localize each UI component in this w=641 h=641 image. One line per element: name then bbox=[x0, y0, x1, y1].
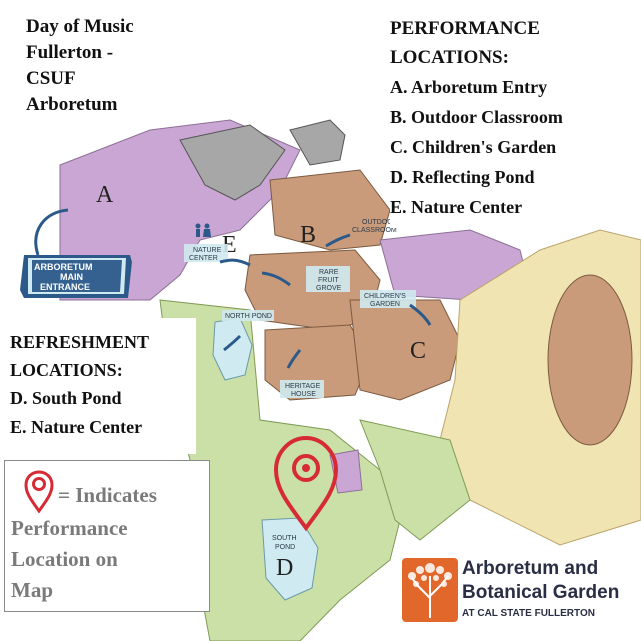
tree-logo-icon bbox=[402, 558, 458, 622]
location-letter-c: C bbox=[410, 338, 426, 364]
restroom-icon bbox=[195, 223, 211, 237]
label-south-pond-1: SOUTH bbox=[272, 535, 297, 542]
label-childrens-garden-2: GARDEN bbox=[370, 301, 400, 308]
legend-line3: Location on bbox=[11, 547, 118, 571]
label-outdoor-classroom-2: CLASSROOM bbox=[352, 227, 397, 234]
label-south-pond-2: POND bbox=[275, 544, 295, 551]
label-heritage-1: HERITAGE bbox=[285, 383, 321, 390]
map-title: Day of Music Fullerton - CSUF Arboretum bbox=[26, 14, 186, 118]
legend-line4: Map bbox=[11, 578, 53, 602]
location-pin-icon bbox=[24, 470, 54, 513]
tan-central-area bbox=[269, 169, 391, 251]
performance-item-d: D. Reflecting Pond bbox=[390, 167, 535, 187]
green-southeast-region bbox=[359, 419, 471, 541]
label-rare-fruit-2: FRUIT bbox=[318, 277, 339, 284]
legend-line1: = Indicates bbox=[58, 483, 157, 507]
label-nature-center-2: CENTER bbox=[189, 255, 218, 262]
title-line2: Fullerton - bbox=[26, 42, 114, 63]
map-legend: = Indicates Performance Location on Map bbox=[4, 460, 210, 612]
label-nature-center-1: NATURE bbox=[193, 247, 222, 254]
arboretum-logo: Arboretum and Botanical Garden AT CAL ST… bbox=[398, 546, 641, 641]
logo-line3: AT CAL STATE FULLERTON bbox=[462, 608, 595, 619]
entrance-sign-line1: ARBORETUM bbox=[34, 262, 93, 272]
label-north-pond: NORTH POND bbox=[225, 313, 272, 320]
title-line3: CSUF bbox=[26, 68, 76, 89]
performance-item-c: C. Children's Garden bbox=[390, 137, 557, 157]
gray-building-2 bbox=[289, 119, 346, 166]
label-outdoor-classroom-1: OUTDOOR bbox=[362, 219, 398, 226]
label-heritage-2: HOUSE bbox=[291, 391, 316, 398]
entrance-sign-line2: MAIN bbox=[60, 272, 83, 282]
performance-item-b: B. Outdoor Classroom bbox=[390, 107, 563, 127]
direction-arrows bbox=[34, 208, 432, 369]
location-letter-a: A bbox=[96, 182, 114, 208]
performance-heading-1: PERFORMANCE bbox=[390, 18, 540, 39]
refreshment-heading-2: LOCATIONS: bbox=[10, 360, 123, 380]
refreshment-heading-1: REFRESHMENT bbox=[10, 332, 150, 352]
label-childrens-garden-1: CHILDREN'S bbox=[364, 293, 406, 300]
refreshment-item-d: D. South Pond bbox=[10, 388, 122, 408]
performance-pin-marker bbox=[273, 435, 339, 532]
label-rare-fruit-1: RARE bbox=[319, 269, 339, 276]
main-entrance-sign: ARBORETUM MAIN ENTRANCE bbox=[20, 255, 132, 298]
refreshment-item-e: E. Nature Center bbox=[10, 417, 143, 437]
performance-item-e: E. Nature Center bbox=[390, 197, 523, 217]
entrance-sign-line3: ENTRANCE bbox=[40, 282, 90, 292]
legend-line2: Performance bbox=[11, 516, 128, 540]
performance-locations-panel: PERFORMANCE LOCATIONS: A. Arboretum Entr… bbox=[390, 14, 638, 228]
logo-line2: Botanical Garden bbox=[462, 582, 620, 603]
tan-field bbox=[547, 274, 633, 446]
title-line1: Day of Music bbox=[26, 16, 134, 37]
performance-item-a: A. Arboretum Entry bbox=[390, 77, 548, 97]
location-letter-b: B bbox=[300, 222, 316, 248]
performance-heading-2: LOCATIONS: bbox=[390, 47, 509, 68]
gray-building-1 bbox=[179, 124, 286, 201]
label-rare-fruit-3: GROVE bbox=[316, 285, 342, 292]
title-line4: Arboretum bbox=[26, 94, 118, 115]
logo-line1: Arboretum and bbox=[462, 558, 599, 579]
location-letter-d: D bbox=[276, 555, 293, 581]
tan-east-area bbox=[349, 299, 461, 401]
refreshment-locations-panel: REFRESHMENT LOCATIONS: D. South Pond E. … bbox=[0, 318, 196, 454]
